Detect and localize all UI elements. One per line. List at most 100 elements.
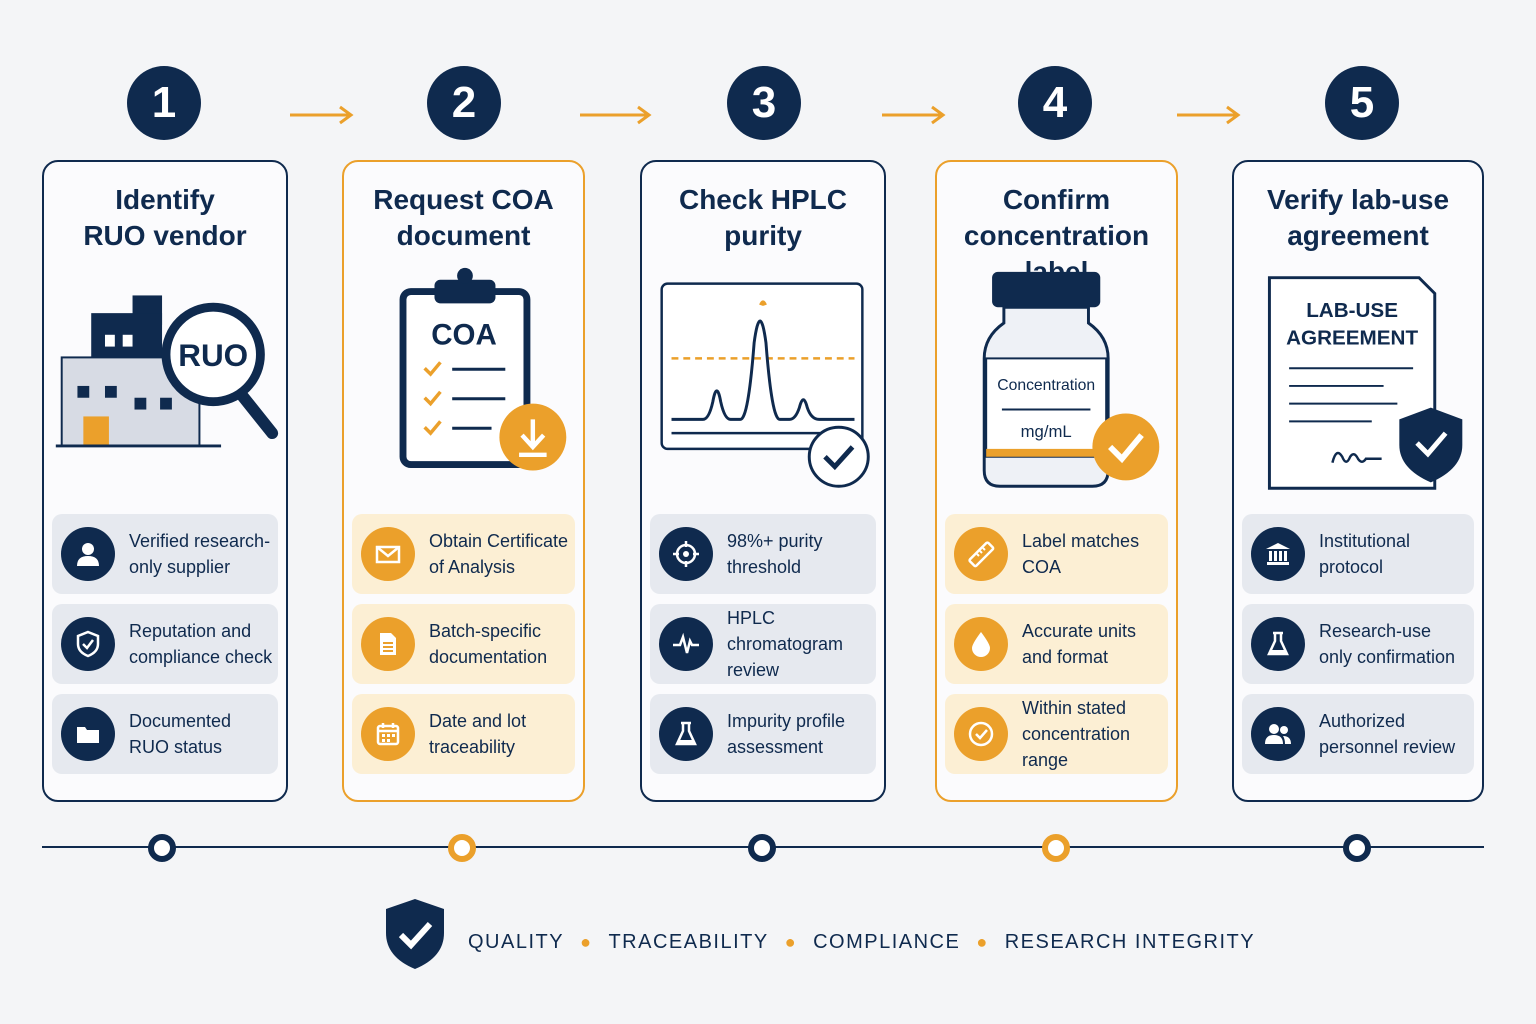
step-5-number: 5 — [1325, 66, 1399, 140]
document-icon — [361, 617, 415, 671]
arrow-right-icon — [882, 105, 946, 125]
feature-label: traceability — [429, 737, 516, 757]
feature-chromatogram-review: HPLC chromatogram review — [650, 604, 876, 684]
target-icon — [659, 527, 713, 581]
feature-institutional-protocol: Institutional protocol — [1242, 514, 1474, 594]
timeline-dot — [448, 834, 476, 862]
feature-label: assessment — [727, 737, 824, 757]
step-3-number: 3 — [727, 66, 801, 140]
people-icon — [1251, 707, 1305, 761]
feature-label: compliance check — [129, 647, 273, 667]
feature-authorized-personnel: Authorized personnel review — [1242, 694, 1474, 774]
arrow-right-icon — [580, 105, 652, 125]
feature-purity-threshold: 98%+ purity threshold — [650, 514, 876, 594]
feature-label: HPLC chromatogram — [727, 608, 844, 654]
svg-text:RUO: RUO — [178, 338, 248, 373]
separator-dot: ● — [784, 931, 798, 952]
feature-label: Research-use — [1319, 621, 1432, 641]
svg-text:LAB-USE: LAB-USE — [1306, 299, 1398, 322]
value-compliance: COMPLIANCE — [813, 930, 961, 953]
calendar-icon — [361, 707, 415, 761]
feature-label: personnel review — [1319, 737, 1456, 757]
feature-label: Within stated — [1022, 698, 1127, 718]
svg-text:COA: COA — [431, 319, 497, 352]
feature-label: threshold — [727, 557, 802, 577]
feature-verified-supplier: Verified research-only supplier — [52, 514, 278, 594]
envelope-icon — [361, 527, 415, 581]
agreement-document-illustration: LAB-USE AGREEMENT — [1267, 276, 1463, 490]
feature-label: of Analysis — [429, 557, 516, 577]
value-research-integrity: RESEARCH INTEGRITY — [1004, 930, 1256, 953]
timeline-dot — [1343, 834, 1371, 862]
arrow-right-icon — [1177, 105, 1241, 125]
feature-label: only supplier — [129, 557, 231, 577]
check-circle-icon — [954, 707, 1008, 761]
feature-label: Verified research- — [129, 531, 271, 551]
feature-label: Reputation and — [129, 621, 252, 641]
step-1-number: 1 — [127, 66, 201, 140]
feature-label: Impurity profile — [727, 711, 846, 731]
flask-icon — [659, 707, 713, 761]
values-footer: QUALITY ● TRACEABILITY ● COMPLIANCE ● RE… — [468, 926, 1255, 958]
feature-reputation-check: Reputation and compliance check — [52, 604, 278, 684]
arrow-right-icon — [290, 105, 354, 125]
pulse-icon — [659, 617, 713, 671]
vendor-building-illustration: RUO — [55, 295, 279, 448]
feature-date-lot-traceability: Date and lot traceability — [352, 694, 575, 774]
step-4-number: 4 — [1018, 66, 1092, 140]
feature-impurity-profile: Impurity profile assessment — [650, 694, 876, 774]
svg-text:AGREEMENT: AGREEMENT — [1286, 327, 1418, 350]
feature-label: documentation — [429, 647, 548, 667]
svg-text:mg/mL: mg/mL — [1021, 422, 1072, 441]
feature-label: Institutional — [1319, 531, 1411, 551]
droplet-icon — [954, 617, 1008, 671]
folder-icon — [61, 707, 115, 761]
feature-label: Obtain Certificate — [429, 531, 569, 551]
feature-label: Label matches — [1022, 531, 1140, 551]
timeline-dot — [1042, 834, 1070, 862]
feature-label: Authorized — [1319, 711, 1406, 731]
feature-batch-documentation: Batch-specific documentation — [352, 604, 575, 684]
feature-label: review — [727, 660, 780, 680]
feature-label: protocol — [1319, 557, 1384, 577]
shield-check-icon — [61, 617, 115, 671]
feature-label: Date and lot — [429, 711, 527, 731]
feature-accurate-units: Accurate units and format — [945, 604, 1168, 684]
step-2-number: 2 — [427, 66, 501, 140]
feature-label: and format — [1022, 647, 1109, 667]
timeline-dot — [148, 834, 176, 862]
feature-label: Documented — [129, 711, 232, 731]
vial-illustration: Concentration mg/mL — [982, 271, 1160, 488]
timeline-dot — [748, 834, 776, 862]
coa-clipboard-illustration: COA — [399, 267, 567, 471]
svg-text:Concentration: Concentration — [997, 377, 1095, 394]
feature-research-use-only: Research-use only confirmation — [1242, 604, 1474, 684]
shield-check-icon — [386, 899, 444, 969]
separator-dot: ● — [580, 931, 593, 952]
feature-label: RUO status — [129, 737, 223, 757]
feature-label: only confirmation — [1319, 647, 1456, 667]
feature-label: Batch-specific — [429, 621, 542, 641]
feature-label: COA — [1022, 557, 1062, 577]
hplc-chromatogram-illustration — [660, 282, 870, 488]
separator-dot: ● — [976, 931, 989, 952]
feature-obtain-certificate: Obtain Certificate of Analysis — [352, 514, 575, 594]
value-quality: QUALITY — [468, 930, 565, 953]
flask-icon — [1251, 617, 1305, 671]
user-icon — [61, 527, 115, 581]
feature-label: Accurate units — [1022, 621, 1137, 641]
feature-label: 98%+ purity — [727, 531, 823, 551]
institution-icon — [1251, 527, 1305, 581]
